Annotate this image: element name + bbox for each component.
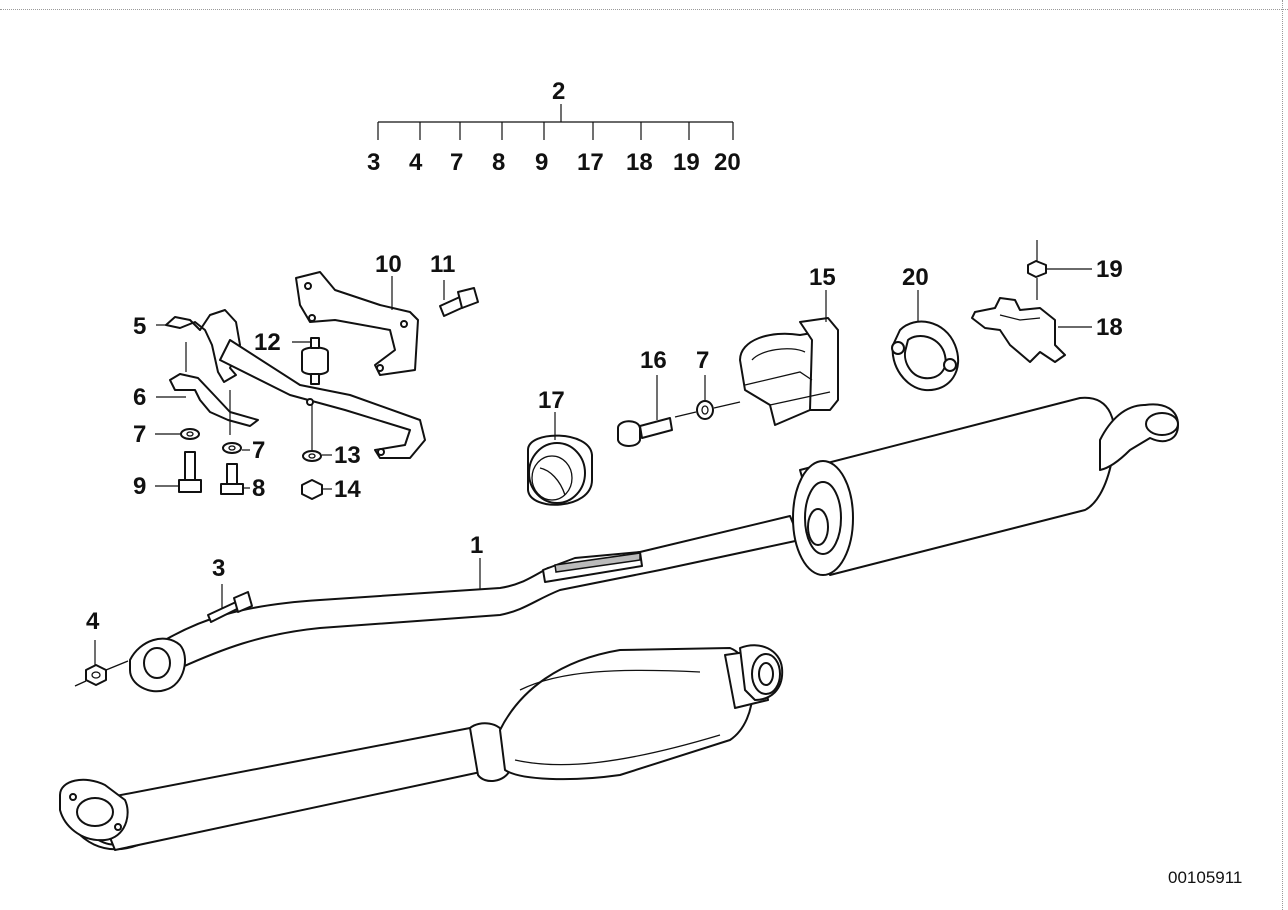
border-dotted-right xyxy=(1282,0,1283,910)
clamp-15-drawing xyxy=(739,290,839,426)
group-parent-label: 2 xyxy=(552,78,565,105)
callout-20: 20 xyxy=(902,264,929,291)
callout-6: 6 xyxy=(133,384,146,411)
callout-11: 11 xyxy=(430,251,455,278)
callout-9: 9 xyxy=(133,473,146,500)
callout-17: 17 xyxy=(538,387,565,414)
rubber-ring-17-drawing xyxy=(527,412,593,506)
callout-3: 3 xyxy=(212,555,225,582)
callout-15: 15 xyxy=(809,264,836,291)
group-child-label: 17 xyxy=(577,149,604,176)
group-child-label: 7 xyxy=(450,149,463,176)
bolt-3-drawing xyxy=(207,584,253,623)
callout-1: 1 xyxy=(470,532,483,559)
document-id: 00105911 xyxy=(1168,868,1243,887)
bracket-18-drawing xyxy=(971,240,1092,363)
border-dotted-top xyxy=(0,9,1288,10)
nut-4-drawing xyxy=(74,640,129,687)
ring-20-drawing xyxy=(891,290,960,392)
fastener-drawings xyxy=(155,280,479,500)
hanger-5-6-drawing xyxy=(156,271,426,459)
callout-5: 5 xyxy=(133,313,146,340)
group-child-label: 8 xyxy=(492,149,505,176)
muffler-pipe-drawing xyxy=(129,396,1179,693)
callout-8: 8 xyxy=(252,475,265,502)
callout-7: 7 xyxy=(133,421,146,448)
bolt-16-drawing xyxy=(617,375,741,447)
callout-18: 18 xyxy=(1096,314,1123,341)
callout-14: 14 xyxy=(334,476,361,503)
callout-4: 4 xyxy=(86,608,100,635)
group-child-label: 19 xyxy=(673,149,700,176)
callout-7: 7 xyxy=(252,437,265,464)
callout-19: 19 xyxy=(1096,256,1123,283)
group-child-label: 18 xyxy=(626,149,653,176)
callout-12: 12 xyxy=(254,329,281,356)
catalytic-converter-pipe-drawing xyxy=(59,644,784,851)
callout-16: 16 xyxy=(640,347,667,374)
callout-13: 13 xyxy=(334,442,361,469)
group-child-label: 3 xyxy=(367,149,380,176)
group-bracket: 2 3 4 7 8 9 17 18 19 20 xyxy=(367,78,741,176)
group-child-label: 20 xyxy=(714,149,741,176)
group-child-label: 9 xyxy=(535,149,548,176)
callout-10: 10 xyxy=(375,251,402,278)
group-child-label: 4 xyxy=(409,149,423,176)
callout-7: 7 xyxy=(696,347,709,374)
